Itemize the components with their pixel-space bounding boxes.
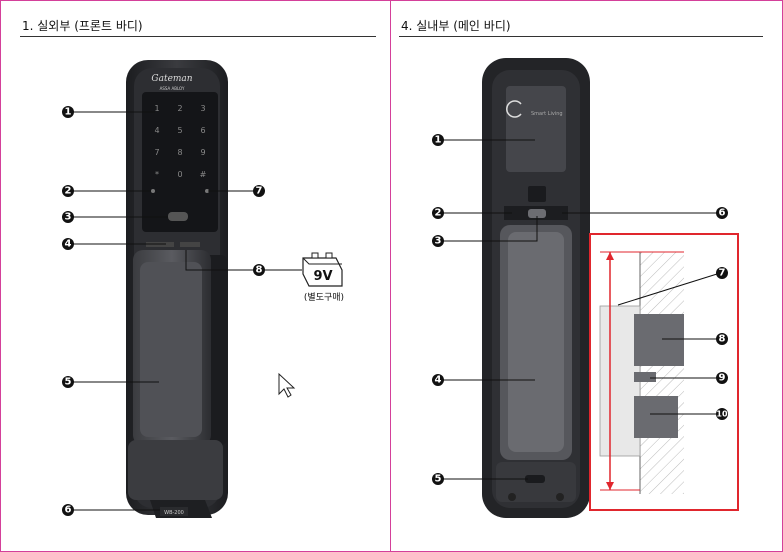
deadbolt	[634, 314, 684, 366]
inner-callout-4: 4	[435, 375, 442, 386]
brand-sub: ASSA ABLOY	[160, 86, 185, 91]
mouse-cursor-icon	[278, 372, 296, 398]
inner-callout-8: 8	[719, 334, 726, 345]
key-star[interactable]: *	[155, 170, 159, 179]
key-9[interactable]: 9	[200, 148, 205, 157]
inner-callout-9: 9	[719, 373, 726, 384]
battery-icon	[302, 252, 343, 287]
inner-callout-7: 7	[719, 268, 726, 279]
front-body-lock	[126, 60, 228, 518]
key-7[interactable]: 7	[154, 148, 159, 157]
inner-lock-switch[interactable]	[528, 209, 546, 218]
key-8[interactable]: 8	[177, 148, 182, 157]
inner-callout-6: 6	[719, 208, 726, 219]
inner-callout-10: 10	[716, 410, 728, 419]
brand-logo: Gateman	[151, 74, 192, 84]
hook-bolt	[634, 396, 678, 438]
callout-7: 7	[256, 186, 263, 197]
key-2[interactable]: 2	[177, 104, 182, 113]
callout-4: 4	[65, 239, 72, 250]
callout-2: 2	[65, 186, 72, 197]
key-hash[interactable]: #	[200, 170, 207, 179]
model-plate	[160, 507, 188, 516]
callout-5: 5	[65, 377, 72, 388]
key-4[interactable]: 4	[154, 126, 159, 135]
right-title-rule	[399, 36, 763, 37]
battery-contact	[180, 242, 200, 247]
panel-divider	[390, 0, 391, 552]
card-reader-button[interactable]	[168, 212, 188, 221]
inner-callout-2: 2	[435, 208, 442, 219]
callout-1: 1	[65, 107, 72, 118]
door-edge	[599, 305, 641, 457]
key-6[interactable]: 6	[200, 126, 205, 135]
inner-callout-5: 5	[435, 474, 442, 485]
keypad[interactable]: 1 2 3 4 5 6 7 8 9 * 0 #	[154, 104, 206, 179]
front-sensor-right	[205, 189, 209, 193]
right-panel-title: 4. 실내부 (메인 바디)	[401, 19, 511, 33]
battery-label: 9V	[313, 269, 332, 284]
mortise-detail-box	[589, 233, 739, 511]
key-1[interactable]: 1	[154, 104, 159, 113]
front-sensor-left	[151, 189, 155, 193]
inner-callout-1: 1	[435, 135, 442, 146]
inner-callout-3: 3	[435, 236, 442, 247]
left-panel-title: 1. 실외부 (프론트 바디)	[22, 19, 143, 33]
key-0[interactable]: 0	[177, 170, 182, 179]
key-5[interactable]: 5	[177, 126, 182, 135]
right-callouts: 1 2 3 4 5 6 7 8 9 10	[432, 134, 728, 485]
callout-3: 3	[65, 212, 72, 223]
smart-living-label: Smart Living	[531, 111, 563, 117]
left-title-rule	[20, 36, 376, 37]
model-label: WB-200	[164, 510, 184, 516]
key-3[interactable]: 3	[200, 104, 205, 113]
smart-living-icon	[506, 100, 522, 118]
main-body-lock	[482, 58, 590, 518]
latch	[634, 372, 656, 382]
callout-8: 8	[256, 265, 263, 276]
left-callouts: 1 2 3 4 5 6 7 8	[62, 106, 302, 516]
battery-note: (별도구매)	[304, 292, 344, 303]
callout-6: 6	[65, 505, 72, 516]
